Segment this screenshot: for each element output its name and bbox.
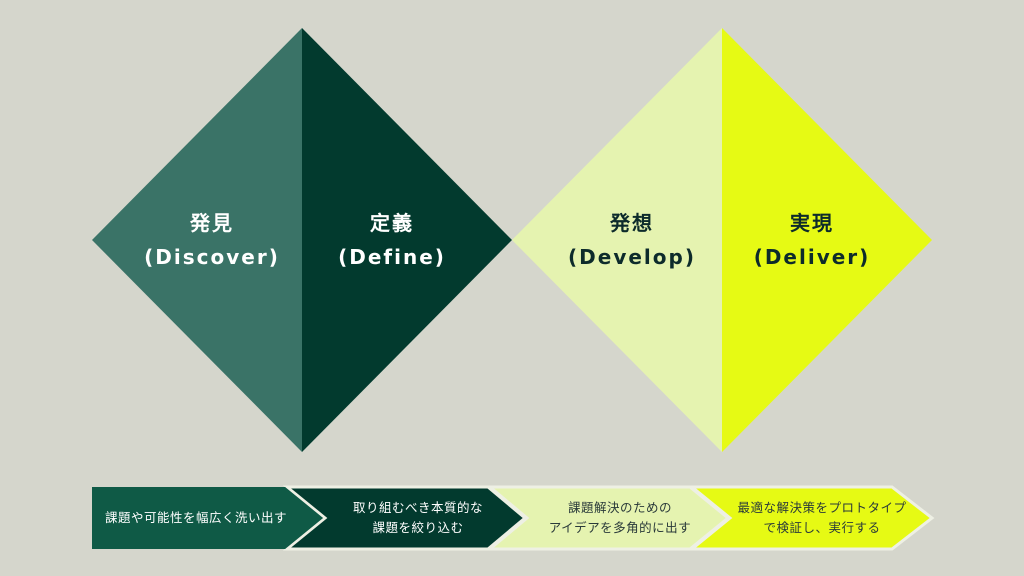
- discover-half: [92, 28, 302, 452]
- phase-title: 発想: [610, 211, 654, 235]
- step-desc-define: 取り組むべき本質的な課題を絞り込む: [318, 487, 518, 549]
- phase-label-deliver: 実現 (Deliver): [754, 206, 871, 274]
- step-arrow-define: [282, 485, 528, 551]
- step-desc-line: 取り組むべき本質的な: [352, 500, 483, 515]
- step-desc-line: 課題や可能性を幅広く洗い出す: [104, 510, 287, 525]
- deliver-half: [722, 28, 932, 452]
- define-half: [302, 28, 512, 452]
- step-desc-line: で検証し、実行する: [763, 520, 881, 535]
- develop-half: [512, 28, 722, 452]
- step-desc-discover: 課題や可能性を幅広く洗い出す: [92, 487, 300, 549]
- phase-label-develop: 発想 (Develop): [568, 206, 696, 274]
- phase-subtitle: (Develop): [568, 245, 696, 269]
- phase-subtitle: (Deliver): [753, 245, 871, 269]
- step-desc-line: 最適な解決策をプロトタイプ: [737, 500, 907, 515]
- phase-subtitle: (Discover): [144, 245, 280, 269]
- step-desc-line: 課題を絞り込む: [372, 520, 464, 535]
- phase-title: 発見: [189, 211, 234, 235]
- step-desc-line: 課題解決のための: [567, 500, 672, 515]
- step-desc-deliver: 最適な解決策をプロトタイプで検証し、実行する: [722, 487, 922, 549]
- phase-title: 実現: [790, 211, 834, 235]
- step-desc-line: アイデアを多角的に出す: [548, 520, 692, 535]
- phase-label-discover: 発見 (Discover): [144, 206, 280, 274]
- phase-title: 定義: [370, 211, 414, 235]
- step-desc-develop: 課題解決のためのアイデアを多角的に出す: [520, 487, 720, 549]
- phase-subtitle: (Define): [338, 245, 446, 269]
- phase-label-define: 定義 (Define): [338, 206, 446, 274]
